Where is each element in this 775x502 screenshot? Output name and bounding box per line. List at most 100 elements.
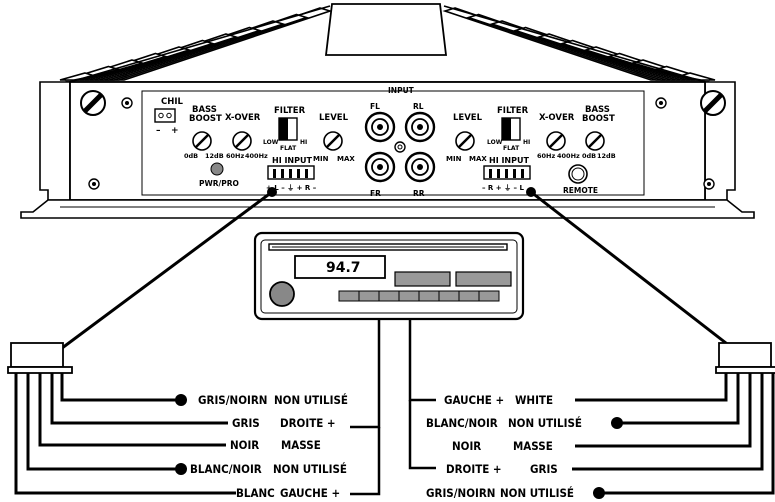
chil-plus: +: [171, 126, 179, 136]
left-wire-5-function: GAUCHE +: [280, 486, 340, 500]
amp-left-side: [39, 81, 71, 201]
pwr-pro-led-icon: [210, 162, 224, 176]
left-wire-3-color: NOIR: [230, 438, 259, 452]
small-screw-icon: [121, 97, 133, 109]
preset-button[interactable]: [458, 290, 480, 302]
amp-base: [20, 199, 755, 219]
heatsink-fins: [59, 5, 716, 83]
bass-boost-label-2: BOOST: [189, 114, 222, 124]
bass-boost-knob[interactable]: [192, 131, 212, 151]
rca-rr-label: RR: [413, 189, 425, 198]
level-min: MIN: [313, 155, 329, 163]
bass-min-right: 0dB: [582, 152, 596, 160]
left-wire-2-color: GRIS: [232, 416, 260, 430]
right-wire-3-color: NOIR: [452, 439, 481, 453]
input-label: INPUT: [388, 86, 415, 95]
head-unit-wire-right-1: [408, 320, 436, 402]
filter-label: FILTER: [274, 106, 306, 116]
level-max: MAX: [337, 155, 355, 163]
right-wire-3-function: MASSE: [513, 439, 553, 453]
wire-dot: [175, 463, 187, 475]
xover-knob[interactable]: [232, 131, 252, 151]
amplifier: CHIL – + BASS BOOST 0dB 12dB X-OVER 60Hz…: [20, 3, 755, 219]
filter-flat-right: FLAT: [503, 145, 520, 152]
preset-button[interactable]: [338, 290, 360, 302]
harness-plug-right: [715, 342, 775, 374]
filter-low-right: LOW: [487, 139, 503, 146]
wire-dot: [611, 417, 623, 429]
right-wire-4-function: DROITE +: [446, 462, 502, 476]
heatsink-center-block: [324, 3, 448, 56]
small-screw-icon: [655, 97, 667, 109]
cable-left-end-dot: [267, 187, 277, 197]
rca-jack-rr[interactable]: [404, 151, 436, 183]
rca-fr-label: FR: [370, 189, 381, 198]
chil-connector[interactable]: [154, 108, 176, 123]
rca-jack-rl[interactable]: [404, 111, 436, 143]
rca-jack-fl[interactable]: [364, 111, 396, 143]
right-wire-5-color: GRIS/NOIRN: [426, 486, 495, 500]
level-max-right: MAX: [469, 155, 487, 163]
bass-boost-label-right-2: BOOST: [582, 114, 615, 124]
xover-max-right: 400Hz: [557, 152, 580, 160]
xover-min: 60Hz: [226, 152, 244, 160]
right-wire-1-color: WHITE: [515, 393, 553, 407]
hi-input-pins-right: – R + ⏚ – L: [482, 184, 524, 192]
rca-jack-fr[interactable]: [364, 151, 396, 183]
level-label-right: LEVEL: [453, 113, 483, 123]
xover-min-right: 60Hz: [537, 152, 555, 160]
right-wire-4-color: GRIS: [530, 462, 558, 476]
filter-hi: HI: [300, 139, 307, 146]
right-wire-2-function: NON UTILISÉ: [508, 415, 582, 430]
right-wire-5-function: NON UTILISÉ: [500, 485, 574, 500]
left-wire-2-function: DROITE +: [280, 416, 336, 430]
preset-button[interactable]: [358, 290, 380, 302]
left-wire-4-color: BLANC/NOIR: [190, 462, 262, 476]
filter-flat: FLAT: [280, 145, 297, 152]
xover-label-right: X-OVER: [539, 113, 575, 123]
bass-boost-label-1: BASS: [192, 105, 217, 115]
preset-button[interactable]: [438, 290, 460, 302]
filter-hi-right: HI: [523, 139, 530, 146]
remote-label: REMOTE: [563, 186, 598, 195]
left-wire-3-function: MASSE: [281, 438, 321, 452]
radio-frequency: 94.7: [326, 260, 361, 276]
left-wire-1-function: NON UTILISÉ: [274, 392, 348, 407]
bass-max-right: 12dB: [597, 152, 616, 160]
chil-label: CHIL: [161, 97, 184, 107]
preset-buttons: [338, 290, 500, 302]
radio-display: [294, 255, 386, 279]
radio-button-wide-2[interactable]: [455, 271, 512, 287]
center-screw-icon: [394, 141, 406, 153]
preset-button[interactable]: [418, 290, 440, 302]
filter-low: LOW: [263, 139, 279, 146]
hi-input-connector-left[interactable]: [267, 165, 315, 180]
pwr-pro-label: PWR/PRO: [199, 179, 239, 188]
left-harness: [14, 373, 236, 495]
hi-input-label-right: HI INPUT: [489, 156, 529, 165]
xover-knob-right[interactable]: [546, 131, 566, 151]
filter-switch-right[interactable]: [501, 117, 521, 141]
filter-switch[interactable]: [278, 117, 298, 141]
level-knob-right[interactable]: [455, 131, 475, 151]
wire-dot: [175, 394, 187, 406]
hi-input-connector-right[interactable]: [483, 165, 531, 180]
cable-left-diagonal: [49, 190, 273, 359]
rca-fl-label: FL: [370, 102, 380, 111]
bass-min: 0dB: [184, 152, 198, 160]
preset-button[interactable]: [378, 290, 400, 302]
head-unit-wire-left-2: [350, 427, 381, 496]
radio-button-wide-1[interactable]: [394, 271, 451, 287]
head-unit-wire-left-1: [350, 320, 381, 429]
level-knob[interactable]: [323, 131, 343, 151]
wire-dot: [593, 487, 605, 499]
bass-max: 12dB: [205, 152, 224, 160]
xover-label: X-OVER: [225, 113, 261, 123]
volume-knob[interactable]: [269, 281, 295, 307]
bass-boost-knob-right[interactable]: [585, 131, 605, 151]
right-wire-2-color: BLANC/NOIR: [426, 416, 498, 430]
preset-button[interactable]: [398, 290, 420, 302]
preset-button[interactable]: [478, 290, 500, 302]
left-wire-4-function: NON UTILISÉ: [273, 461, 347, 476]
